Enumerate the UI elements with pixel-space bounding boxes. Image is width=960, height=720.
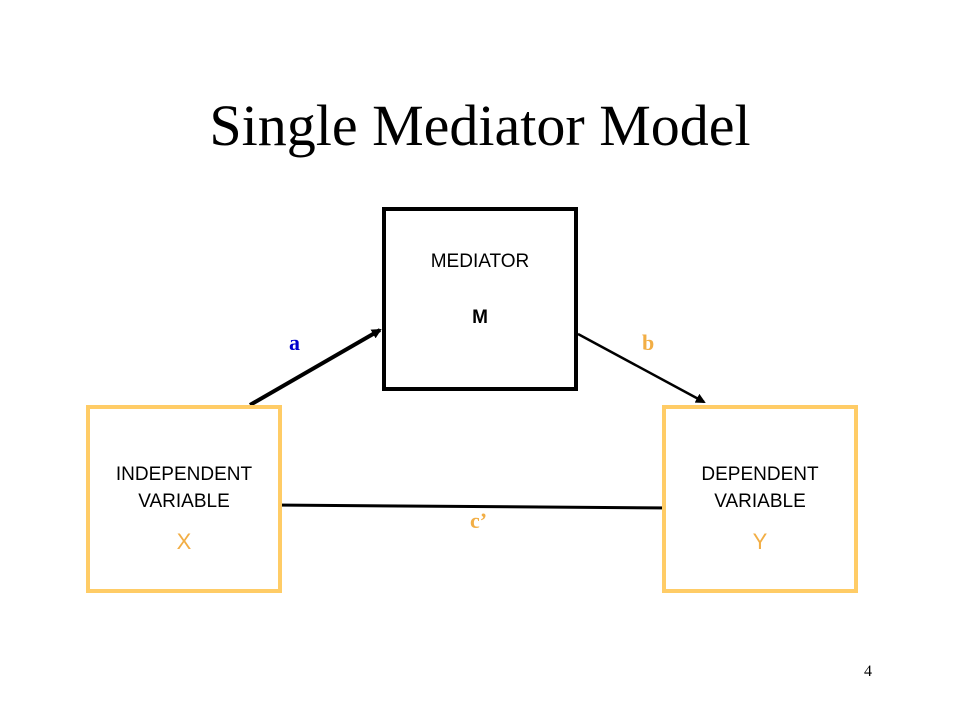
mediator-label: MEDIATOR [430, 251, 530, 272]
independent-variable-label: INDEPENDENT VARIABLE [90, 461, 278, 515]
independent-label-line1: INDEPENDENT [115, 464, 253, 485]
independent-variable-box: INDEPENDENT VARIABLE X [86, 405, 282, 593]
dependent-variable-box: DEPENDENT VARIABLE Y [662, 405, 858, 593]
dependent-label-line1: DEPENDENT [701, 464, 819, 485]
independent-variable-symbol: X [176, 529, 192, 554]
dependent-label-line2: VARIABLE [714, 491, 806, 512]
mediator-box: MEDIATOR M [382, 207, 578, 391]
path-c-prime-arrow [271, 502, 676, 513]
slide-title: Single Mediator Model [209, 93, 751, 158]
path-b-arrow [577, 332, 706, 404]
page-number: 4 [864, 663, 872, 680]
dependent-variable-symbol: Y [752, 529, 768, 554]
path-b-label: b [642, 330, 655, 355]
independent-label-line2: VARIABLE [138, 491, 230, 512]
path-c-prime-label: c’ [470, 508, 488, 533]
mediator-symbol: M [472, 307, 488, 328]
dependent-variable-label: DEPENDENT VARIABLE [666, 461, 854, 515]
path-a-arrow [249, 328, 382, 407]
path-a-label: a [289, 330, 300, 355]
